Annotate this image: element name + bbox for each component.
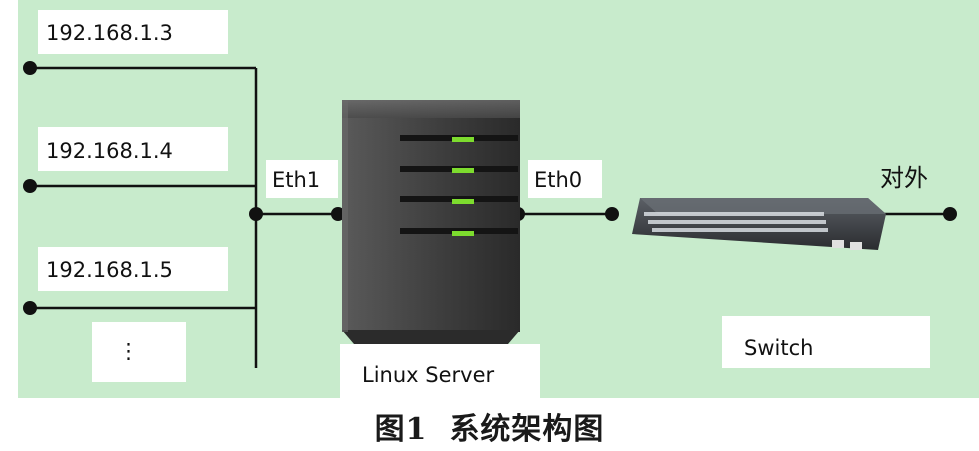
- server-led-1: [452, 137, 474, 142]
- server-name: Linux Server: [362, 363, 494, 387]
- server-name-box: [340, 344, 540, 398]
- external-label: 对外: [880, 164, 928, 192]
- switch-ports: [644, 212, 828, 232]
- server-led-4: [452, 231, 474, 236]
- eth1-label: Eth1: [272, 168, 320, 192]
- figure-caption: 图1 系统架构图: [0, 404, 979, 448]
- linux-server-icon: [342, 100, 520, 344]
- host-label-3: 192.168.1.5: [38, 247, 228, 291]
- switch-name-box: [722, 316, 930, 368]
- eth1-label-box: [266, 160, 338, 198]
- network-switch-icon: [632, 198, 886, 250]
- more-hosts-ellipsis: ⋮: [118, 339, 139, 363]
- server-led-3: [452, 199, 474, 204]
- figure-title: 系统架构图: [449, 412, 605, 447]
- host-ip-2: 192.168.1.4: [46, 139, 173, 163]
- connection-dots: [23, 61, 957, 315]
- more-hosts-box: ⋮: [92, 322, 186, 382]
- figure-number: 图1: [374, 412, 428, 447]
- host-label-1: 192.168.1.3: [38, 10, 228, 54]
- eth0-label-box: [528, 160, 602, 198]
- switch-name: Switch: [744, 336, 813, 360]
- host-ip-3: 192.168.1.5: [46, 258, 173, 282]
- host-ip-1: 192.168.1.3: [46, 21, 173, 45]
- server-led-2: [452, 168, 474, 173]
- eth0-label: Eth0: [534, 168, 582, 192]
- host-label-2: 192.168.1.4: [38, 127, 228, 171]
